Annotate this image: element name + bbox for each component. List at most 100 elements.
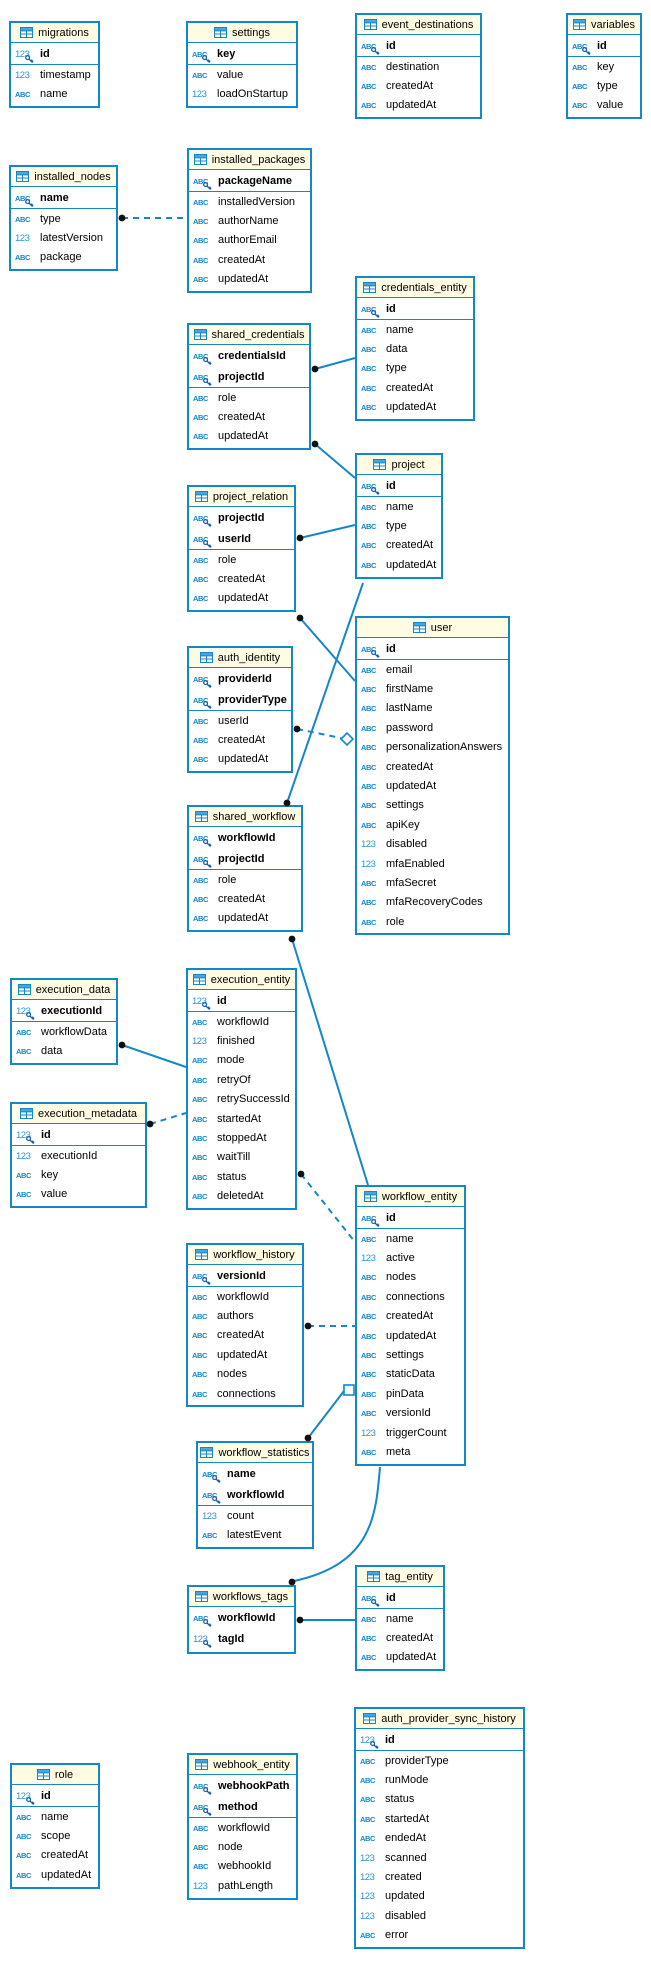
table-header[interactable]: auth_identity	[189, 648, 291, 668]
table-header[interactable]: variables	[568, 15, 640, 35]
column-id[interactable]: ABC id	[568, 35, 640, 56]
column-id[interactable]: 123 id	[188, 990, 295, 1011]
column-id[interactable]: 123 id	[12, 1785, 98, 1806]
column-workflowId[interactable]: ABC workflowId	[189, 1607, 294, 1628]
table-header[interactable]: installed_packages	[189, 150, 310, 170]
table-header[interactable]: migrations	[11, 23, 98, 43]
column-key[interactable]: ABC key	[188, 43, 296, 64]
column-name[interactable]: ABC name	[198, 1463, 312, 1484]
table-header[interactable]: execution_data	[12, 980, 116, 1000]
column-id[interactable]: 123 id	[356, 1729, 523, 1750]
table-header[interactable]: workflow_entity	[357, 1187, 464, 1207]
column-projectId[interactable]: ABC projectId	[189, 366, 309, 387]
column-credentialsId[interactable]: ABC credentialsId	[189, 345, 309, 366]
table-header[interactable]: shared_workflow	[189, 807, 301, 827]
column-workflowId[interactable]: ABC workflowId	[189, 827, 301, 848]
column-projectId[interactable]: ABC projectId	[189, 848, 301, 869]
table-header[interactable]: execution_metadata	[12, 1104, 145, 1124]
column-versionId[interactable]: ABC versionId	[188, 1265, 302, 1286]
column-projectId[interactable]: ABC projectId	[189, 507, 294, 528]
column-id[interactable]: 123 id	[12, 1124, 145, 1145]
table-header[interactable]: project	[357, 455, 441, 475]
table-header[interactable]: shared_credentials	[189, 325, 309, 345]
column-method[interactable]: ABC method	[189, 1796, 296, 1817]
column-id[interactable]: ABC id	[357, 1207, 464, 1228]
column-id[interactable]: ABC id	[357, 35, 480, 56]
column-webhookPath[interactable]: ABC webhookPath	[189, 1775, 296, 1796]
column-providerType[interactable]: ABC providerType	[189, 689, 291, 710]
column-packageName[interactable]: ABC packageName	[189, 170, 310, 191]
table-header[interactable]: credentials_entity	[357, 278, 473, 298]
table-header[interactable]: project_relation	[189, 487, 294, 507]
